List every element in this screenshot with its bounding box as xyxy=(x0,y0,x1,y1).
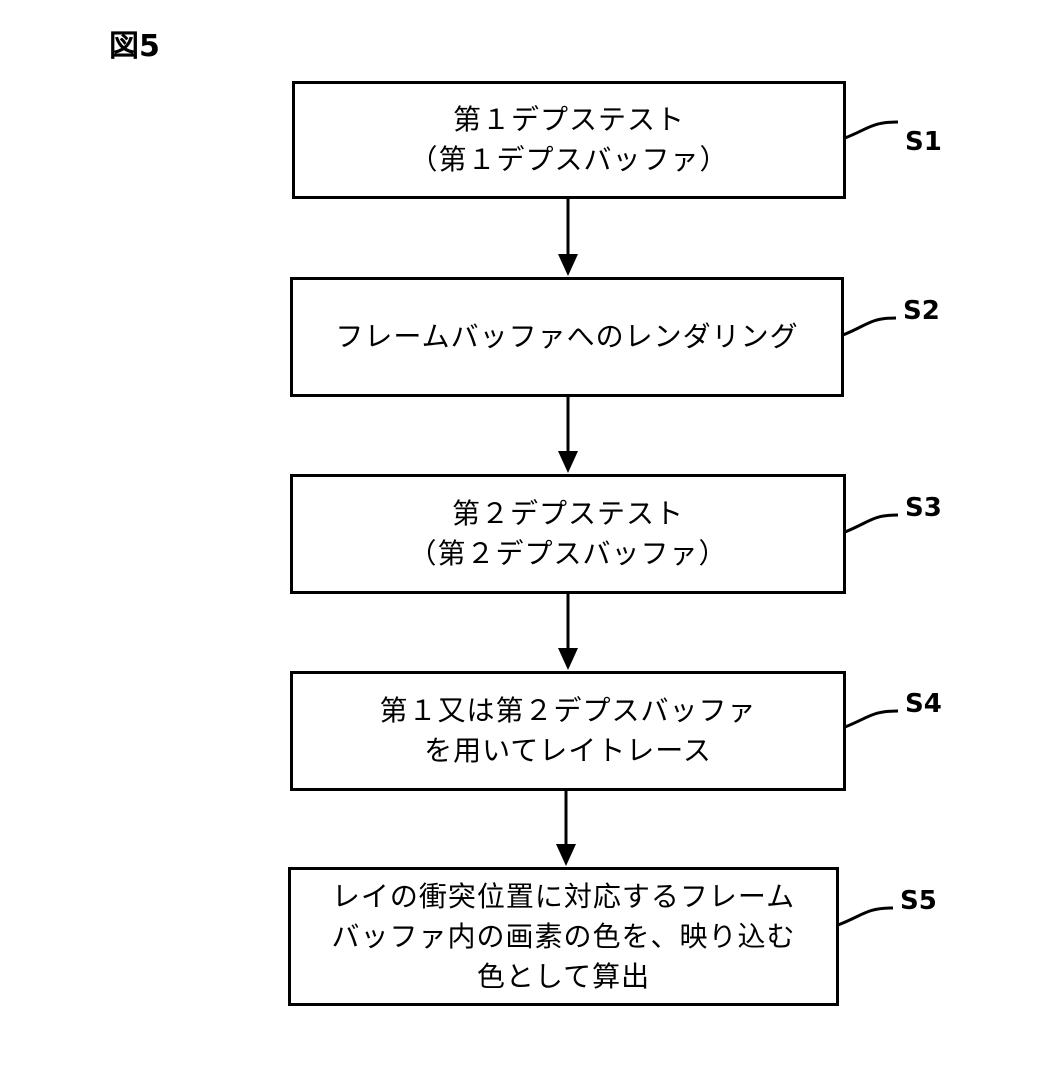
step-text-line: （第１デプスバッファ） xyxy=(409,143,729,176)
step-box-s2: フレームバッファへのレンダリング xyxy=(290,277,844,397)
step-text-line: 色として算出 xyxy=(476,959,651,993)
flow-arrow-s4-s5 xyxy=(556,790,576,866)
step-label-s2: S2 xyxy=(903,296,940,326)
flow-arrow-s3-s4 xyxy=(558,593,578,670)
step-box-s3: 第２デプステスト （第２デプスバッファ） xyxy=(290,474,846,594)
leader-line-s1 xyxy=(844,120,899,140)
figure-label: 図5 xyxy=(109,29,160,64)
step-text-line: レイの衝突位置に対応するフレーム xyxy=(331,879,796,913)
leader-line-s5 xyxy=(837,906,894,927)
step-label-s1: S1 xyxy=(905,127,942,157)
leader-line-s3 xyxy=(844,513,899,534)
step-text-line: 第１又は第２デプスバッファ xyxy=(379,694,757,727)
step-box-s5: レイの衝突位置に対応するフレーム バッファ内の画素の色を、映り込む 色として算出 xyxy=(288,867,839,1006)
flow-arrow-s1-s2 xyxy=(558,197,578,276)
step-box-s4: 第１又は第２デプスバッファ を用いてレイトレース xyxy=(290,671,846,791)
leader-line-s2 xyxy=(842,316,897,337)
step-text-line: を用いてレイトレース xyxy=(424,734,712,767)
step-text-line: 第２デプステスト xyxy=(451,497,684,530)
step-text-line: 第１デプステスト xyxy=(452,103,685,136)
step-box-s1: 第１デプステスト （第１デプスバッファ） xyxy=(292,81,846,199)
step-text-line: フレームバッファへのレンダリング xyxy=(335,320,799,353)
flow-arrow-s2-s3 xyxy=(558,396,578,473)
step-label-s3: S3 xyxy=(905,493,942,523)
step-text-line: （第２デプスバッファ） xyxy=(408,537,728,570)
step-label-s5: S5 xyxy=(900,886,937,916)
step-text-line: バッファ内の画素の色を、映り込む xyxy=(331,919,796,953)
leader-line-s4 xyxy=(844,709,899,729)
step-label-s4: S4 xyxy=(905,689,942,719)
